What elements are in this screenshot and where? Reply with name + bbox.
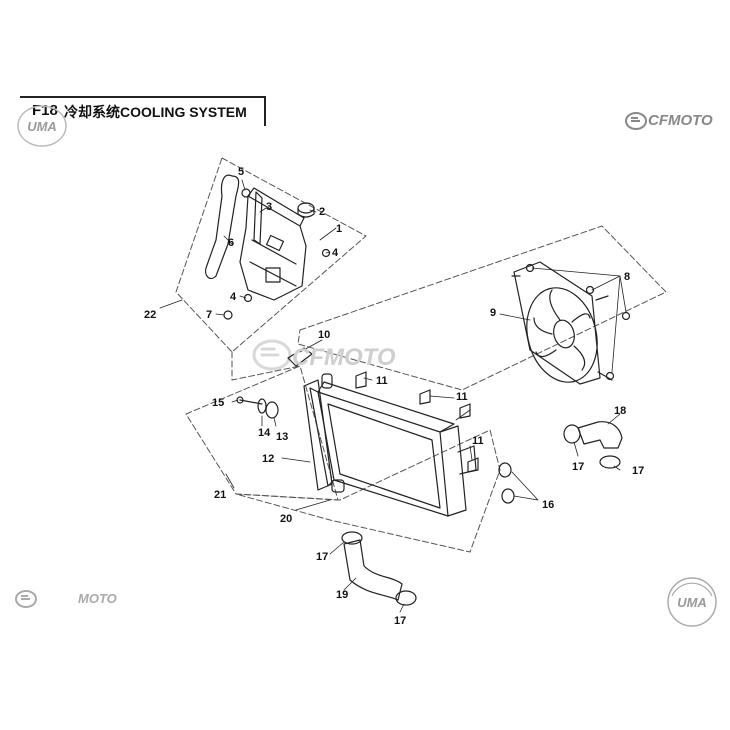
grommet-16-lower bbox=[501, 488, 515, 504]
callout-20: 20 bbox=[280, 513, 292, 525]
bolt-8-d bbox=[605, 371, 615, 381]
reservoir-strap bbox=[253, 191, 263, 245]
cfmoto-logo-top-right: CFMOTO bbox=[648, 112, 713, 129]
clamp-17-lower-hose-a bbox=[341, 531, 363, 545]
callout-21: 21 bbox=[214, 489, 226, 501]
cfmoto-watermark-text: CFMOTO bbox=[292, 344, 396, 371]
bracket-11-b bbox=[419, 389, 431, 405]
callout-15: 15 bbox=[212, 397, 224, 409]
bolt-8-b bbox=[585, 285, 595, 295]
callout-4-lower: 4 bbox=[230, 291, 237, 303]
lower-hose bbox=[343, 539, 403, 601]
bolt-4-lower bbox=[243, 293, 253, 303]
bolt-8-c bbox=[621, 311, 631, 321]
cfmoto-logo-bottom-left: MOTO bbox=[78, 591, 117, 606]
callout-11-c: 11 bbox=[472, 435, 484, 447]
callout-11-a: 11 bbox=[376, 375, 388, 387]
callout-12: 12 bbox=[262, 453, 274, 465]
callout-2: 2 bbox=[319, 206, 325, 218]
cfmoto-watermark bbox=[252, 339, 292, 371]
grommet-16-upper bbox=[498, 462, 512, 478]
coolant-reservoir bbox=[239, 187, 307, 301]
reservoir-cap bbox=[297, 202, 315, 218]
washer-14 bbox=[257, 398, 267, 414]
reservoir-group-outline bbox=[175, 157, 367, 353]
radiator bbox=[309, 373, 477, 517]
callout-22: 22 bbox=[144, 309, 156, 321]
overflow-hose bbox=[205, 174, 240, 280]
callout-1: 1 bbox=[336, 223, 342, 235]
callout-19: 19 bbox=[336, 589, 348, 601]
title-frame bbox=[20, 96, 266, 126]
callout-14: 14 bbox=[258, 427, 271, 439]
radiator-group-outline bbox=[235, 429, 501, 553]
bracket-11-d bbox=[467, 457, 479, 473]
bolt-4-upper bbox=[321, 248, 331, 258]
group-outlines bbox=[175, 157, 667, 553]
callout-17-c: 17 bbox=[316, 551, 328, 563]
grommet-13 bbox=[265, 401, 279, 419]
upper-hose bbox=[577, 421, 623, 449]
callout-9: 9 bbox=[490, 307, 496, 319]
page-title: 冷却系统COOLING SYSTEM bbox=[64, 104, 247, 120]
callout-11-b: 11 bbox=[456, 391, 468, 403]
leader-lines bbox=[159, 179, 627, 613]
uma-logo-text-bottom: UMA bbox=[677, 595, 707, 610]
uma-badge-bottom-right: UMA bbox=[667, 577, 717, 627]
callout-10: 10 bbox=[318, 329, 330, 341]
callout-8: 8 bbox=[624, 271, 630, 283]
uma-logo-text: UMA bbox=[27, 119, 57, 134]
cooling-fan bbox=[511, 261, 613, 385]
clamp-17-upper-hose-a bbox=[563, 424, 581, 444]
callout-17-b: 17 bbox=[632, 465, 644, 477]
clamp-17-upper-hose-b bbox=[599, 455, 621, 469]
callout-5: 5 bbox=[238, 166, 244, 178]
bracket-11-c bbox=[459, 403, 471, 419]
clamp-17-lower-hose-b bbox=[395, 590, 417, 606]
clip-10 bbox=[287, 347, 313, 367]
fan-group-outline bbox=[297, 225, 667, 391]
callout-7: 7 bbox=[206, 309, 212, 321]
bracket-11-a bbox=[355, 371, 367, 389]
callouts: 1 2 3 4 4 5 6 7 8 9 10 11 11 11 12 13 14… bbox=[144, 166, 644, 627]
radiator-side-bracket bbox=[303, 379, 333, 491]
callout-4-upper: 4 bbox=[332, 247, 339, 259]
cfmoto-logo-icon-bottom bbox=[15, 590, 37, 608]
callout-17-d: 17 bbox=[394, 615, 406, 627]
uma-badge-top-left: UMA bbox=[17, 105, 67, 147]
callout-17-a: 17 bbox=[572, 461, 584, 473]
callout-6: 6 bbox=[228, 237, 234, 249]
callout-18: 18 bbox=[614, 405, 626, 417]
cfmoto-logo-icon bbox=[625, 112, 647, 130]
callout-13: 13 bbox=[276, 431, 288, 443]
bolt-5 bbox=[241, 188, 251, 198]
callout-16: 16 bbox=[542, 499, 554, 511]
callout-3: 3 bbox=[266, 201, 272, 213]
bolt-7 bbox=[223, 310, 233, 320]
